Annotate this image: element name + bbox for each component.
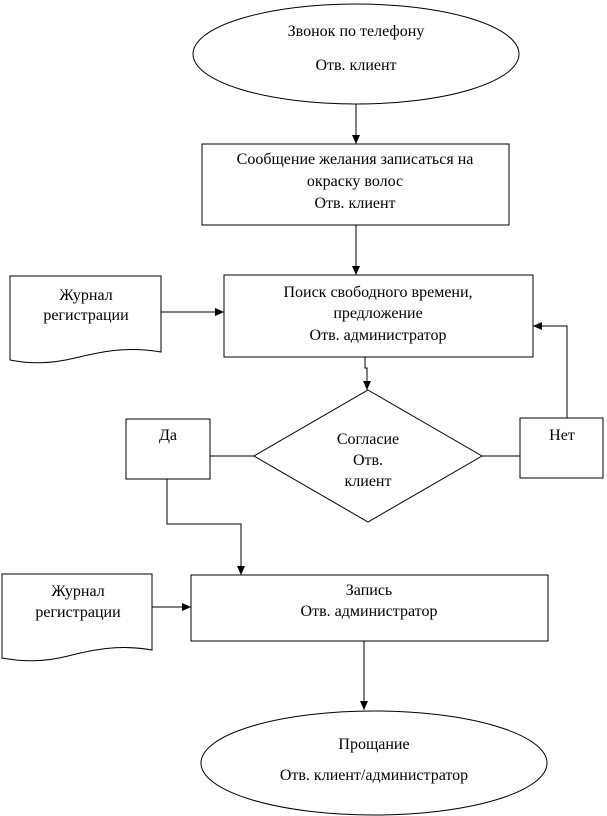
decision-line3: клиент (345, 473, 392, 490)
end-line2: Отв. клиент/администратор (280, 767, 468, 784)
journal-bottom-node: Журнал регистрации (1, 573, 153, 662)
request-line1: Сообщение желания записаться на (237, 151, 474, 168)
search-node: Поиск свободного времени, предложение От… (223, 274, 534, 358)
end-node: Прощание Отв. клиент/администратор (200, 710, 548, 816)
no-label: Нет (549, 427, 575, 444)
record-line1: Запись (346, 582, 392, 599)
end-line1: Прощание (338, 736, 409, 753)
connectors (152, 104, 568, 710)
record-line2: Отв. администратор (301, 603, 438, 620)
journal-top-node: Журнал регистрации (9, 275, 162, 364)
journal-bottom-line1: Журнал (51, 583, 104, 600)
search-line1: Поиск свободного времени, (283, 284, 472, 301)
arrow-search-to-decision (363, 357, 371, 390)
arrow-yes-to-record (166, 479, 245, 575)
decision-line1: Согласие (337, 431, 399, 448)
decision-line2: Отв. (353, 452, 383, 469)
yes-label: Да (159, 427, 177, 444)
request-node: Сообщение желания записаться на окраску … (201, 143, 510, 226)
journal-top-line2: регистрации (43, 307, 129, 324)
search-line2: предложение (333, 305, 422, 322)
search-line3: Отв. администратор (310, 327, 447, 344)
record-node: Запись Отв. администратор (190, 574, 549, 642)
start-line2: Отв. клиент (315, 57, 396, 74)
start-line1: Звонок по телефону (288, 23, 425, 40)
decision-node: Согласие Отв. клиент (253, 389, 483, 523)
yes-node: Да (125, 418, 211, 480)
request-line2: окраску волос (307, 173, 403, 190)
start-node: Звонок по телефону Отв. клиент (192, 3, 520, 105)
no-node: Нет (519, 417, 604, 479)
journal-top-line1: Журнал (59, 287, 112, 304)
arrow-no-to-search (533, 322, 568, 418)
journal-bottom-line2: регистрации (35, 604, 121, 621)
request-line3: Отв. клиент (314, 195, 395, 212)
